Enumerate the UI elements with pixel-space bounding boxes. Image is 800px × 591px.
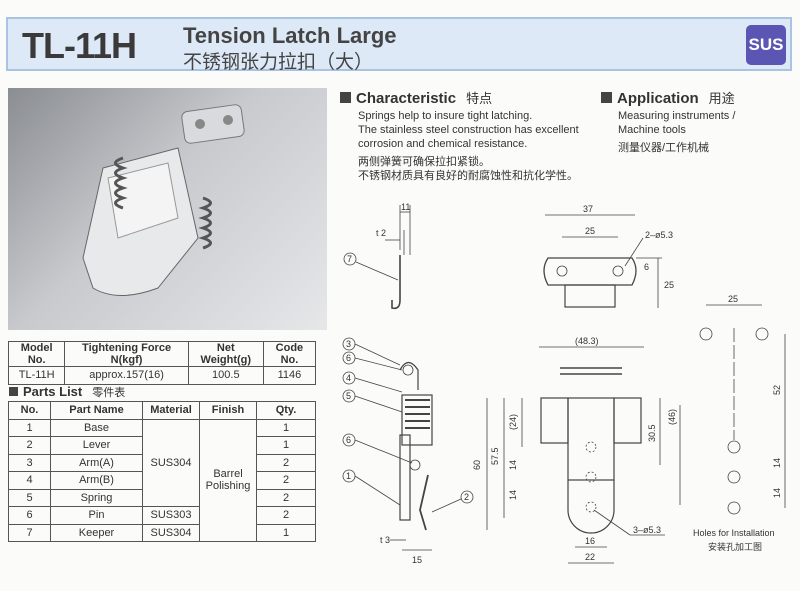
svg-text:安装孔加工图: 安装孔加工图	[708, 541, 762, 552]
svg-text:7: 7	[347, 254, 352, 264]
svg-text:37: 37	[583, 204, 593, 214]
characteristic-text: Springs help to insure tight latching.Th…	[358, 110, 579, 182]
model-number: TL-11H	[22, 25, 137, 66]
svg-text:14: 14	[772, 458, 782, 468]
svg-text:6: 6	[346, 353, 351, 363]
svg-text:3: 3	[346, 339, 351, 349]
svg-text:16: 16	[585, 536, 595, 546]
svg-text:3–ø5.3: 3–ø5.3	[633, 525, 661, 535]
svg-text:52: 52	[772, 385, 782, 395]
svg-text:2–ø5.3: 2–ø5.3	[645, 230, 673, 240]
svg-text:60: 60	[472, 460, 482, 470]
svg-text:Holes for Installation: Holes for Installation	[693, 528, 775, 538]
svg-text:2: 2	[464, 492, 469, 502]
svg-text:6: 6	[644, 262, 649, 272]
svg-text:25: 25	[728, 294, 738, 304]
svg-text:1: 1	[346, 471, 351, 481]
svg-text:11: 11	[401, 202, 410, 212]
svg-text:(46): (46)	[667, 409, 677, 425]
svg-text:14: 14	[772, 488, 782, 498]
product-title: Tension Latch Large	[183, 23, 397, 48]
svg-text:(24): (24)	[508, 414, 518, 430]
title-bar: TL-11H Tension Latch Large 不锈钢张力拉扣（大） SU…	[6, 17, 792, 73]
latch-front-view: (48.3) 60 57.5 (24) 14 14 30.5 (46) 16 2…	[472, 336, 681, 564]
svg-text:25: 25	[585, 226, 595, 236]
svg-text:6: 6	[346, 435, 351, 445]
callouts: 3 6 4 5 6 1 2	[342, 337, 474, 513]
keeper-front-view: 37 25 2–ø5.3 6 25	[543, 204, 674, 308]
product-photo	[8, 88, 327, 330]
svg-text:22: 22	[585, 552, 595, 562]
svg-text:15: 15	[412, 555, 422, 565]
svg-text:(48.3): (48.3)	[575, 336, 599, 346]
svg-text:4: 4	[346, 373, 351, 383]
application-text: Measuring instruments /Machine tools 测量仪…	[618, 110, 736, 154]
latch-photo-illustration	[82, 104, 245, 296]
svg-text:5: 5	[346, 391, 351, 401]
svg-text:25: 25	[664, 280, 674, 290]
svg-text:30.5: 30.5	[647, 424, 657, 442]
svg-text:14: 14	[508, 460, 518, 470]
svg-text:t 3: t 3	[380, 535, 390, 545]
svg-text:57.5: 57.5	[490, 447, 500, 465]
svg-text:t 2: t 2	[376, 228, 386, 238]
product-title-cn: 不锈钢张力拉扣（大）	[183, 52, 374, 73]
svg-text:14: 14	[508, 490, 518, 500]
keeper-side-view: 11 t 2 7	[343, 202, 411, 310]
installation-holes-diagram: 25 52 14 14 Holes for Installation 安装孔加工…	[693, 294, 786, 552]
spec-table: Model No.Tightening Force N(kgf)Net Weig…	[7, 341, 317, 385]
latch-side-view: t 3 15 3 6 4 5 6 1 2	[342, 337, 474, 565]
sus-badge: SUS	[746, 25, 786, 65]
